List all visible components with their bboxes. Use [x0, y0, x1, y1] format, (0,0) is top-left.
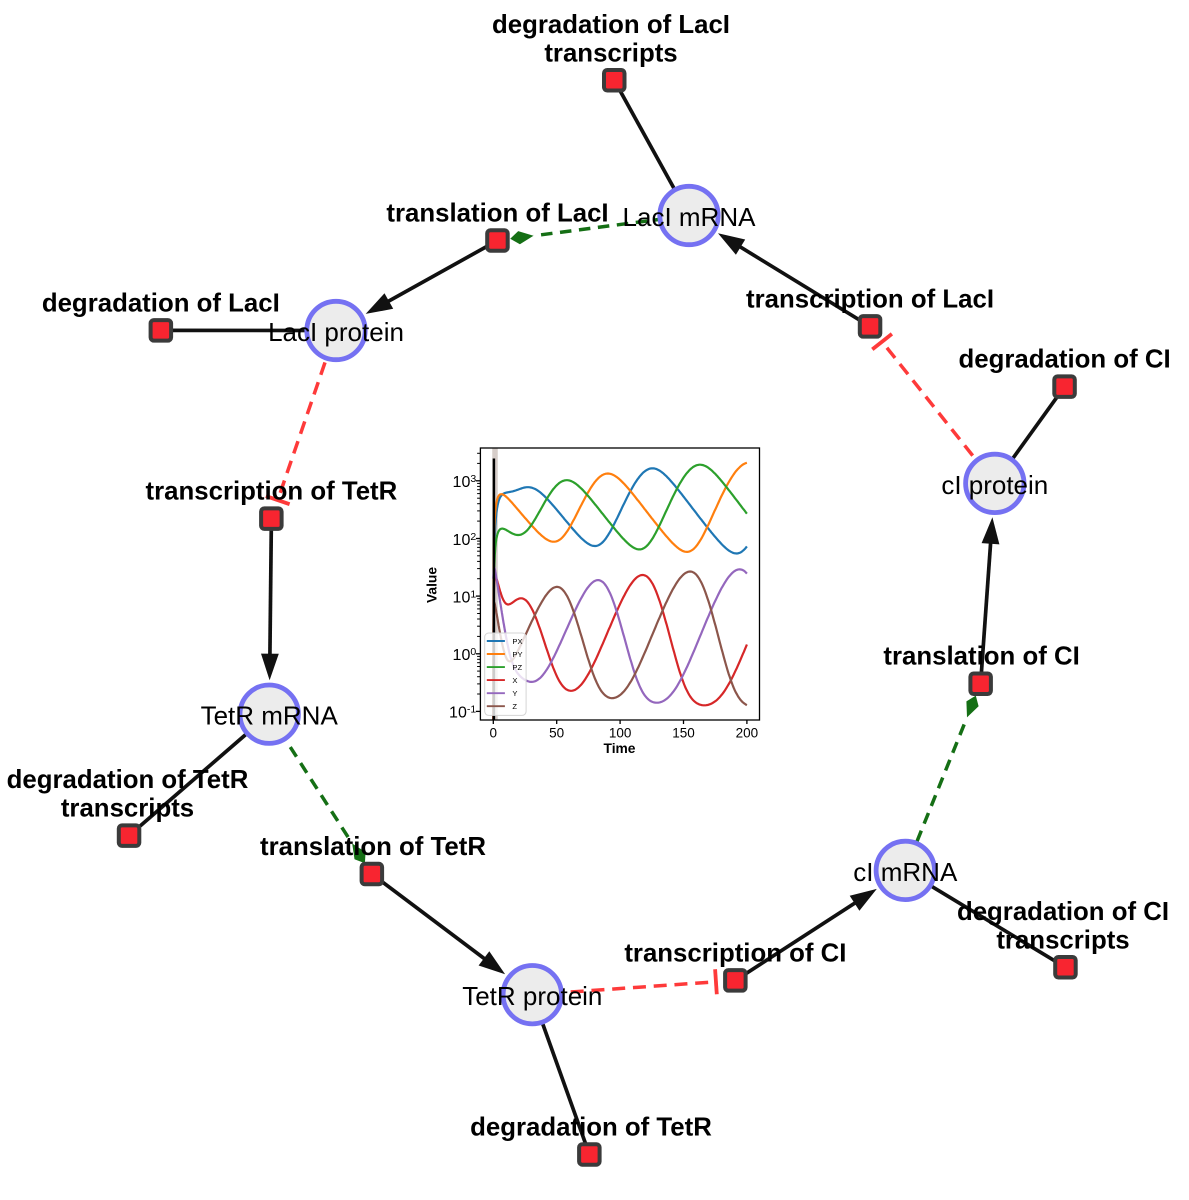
svg-text:LacI protein: LacI protein	[268, 317, 404, 347]
svg-text:LacI mRNA: LacI mRNA	[623, 202, 757, 232]
svg-text:Value: Value	[425, 567, 440, 603]
svg-text:PX: PX	[512, 637, 522, 646]
svg-text:translation of LacI: translation of LacI	[386, 200, 608, 228]
svg-text:200: 200	[736, 725, 759, 740]
svg-text:Time: Time	[604, 741, 636, 756]
svg-text:150: 150	[672, 725, 695, 740]
svg-text:transcripts: transcripts	[544, 39, 677, 67]
svg-text:0: 0	[490, 725, 498, 740]
svg-text:translation of CI: translation of CI	[883, 643, 1079, 671]
svg-text:degradation of TetR: degradation of TetR	[470, 1113, 712, 1141]
svg-text:50: 50	[549, 725, 564, 740]
svg-text:transcription of TetR: transcription of TetR	[146, 478, 398, 506]
svg-text:Y: Y	[512, 689, 517, 698]
svg-text:TetR mRNA: TetR mRNA	[201, 701, 339, 731]
svg-text:X: X	[512, 676, 517, 685]
svg-text:TetR protein: TetR protein	[462, 981, 602, 1011]
svg-text:transcripts: transcripts	[996, 926, 1129, 954]
svg-text:cI protein: cI protein	[941, 470, 1048, 500]
svg-text:degradation of LacI: degradation of LacI	[492, 11, 730, 39]
svg-text:translation of TetR: translation of TetR	[260, 833, 486, 861]
svg-text:PZ: PZ	[512, 663, 522, 672]
svg-text:degradation of TetR: degradation of TetR	[7, 766, 249, 794]
svg-text:100: 100	[609, 725, 632, 740]
svg-text:degradation of CI: degradation of CI	[959, 346, 1171, 374]
svg-text:PY: PY	[512, 650, 522, 659]
svg-text:cI mRNA: cI mRNA	[853, 857, 958, 887]
svg-text:transcripts: transcripts	[61, 795, 194, 823]
svg-text:degradation of CI: degradation of CI	[957, 898, 1169, 926]
svg-text:Z: Z	[512, 702, 517, 711]
svg-text:transcription of CI: transcription of CI	[624, 939, 846, 967]
svg-text:degradation of LacI: degradation of LacI	[42, 289, 280, 317]
svg-text:transcription of LacI: transcription of LacI	[746, 285, 994, 313]
